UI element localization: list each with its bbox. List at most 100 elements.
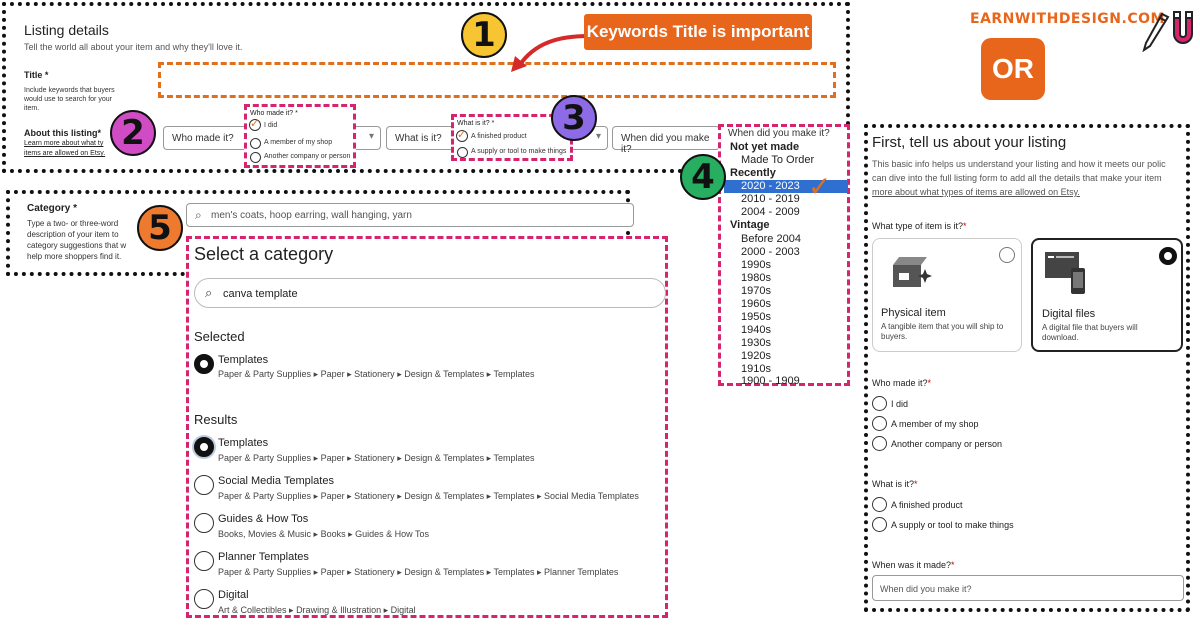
who-made-popup: Who made it? * ✓ I did A member of my sh…: [244, 104, 356, 168]
when-option[interactable]: 2004 - 2009: [741, 206, 800, 218]
what-option-label[interactable]: A supply or tool to make things: [471, 148, 567, 155]
badge-3: 3: [551, 95, 597, 141]
who-made-question-text: Who made it?: [872, 378, 928, 388]
physical-item-title: Physical item: [881, 307, 946, 319]
what-is-it-popup-title: What is it? *: [457, 120, 495, 127]
breadcrumb-item: Guides & How Tos: [355, 529, 429, 539]
when-option[interactable]: 1970s: [741, 285, 771, 297]
breadcrumb-item: Templates: [493, 369, 535, 379]
title-help-line: would use to search for your: [24, 96, 112, 103]
about-label: About this listing*: [24, 128, 101, 138]
box-icon: [885, 251, 933, 296]
when-option[interactable]: Made To Order: [741, 154, 815, 166]
when-option[interactable]: 1990s: [741, 259, 771, 271]
who-made-option[interactable]: Another company or person: [891, 439, 1003, 449]
select-category-search[interactable]: ⌕ canva template: [194, 278, 666, 308]
physical-item-radio[interactable]: [999, 247, 1015, 263]
when-made-select[interactable]: When did you make it?: [612, 126, 720, 155]
callout-banner: Keywords Title is important: [584, 14, 812, 50]
when-option[interactable]: 1930s: [741, 337, 771, 349]
category-search-input[interactable]: ⌕ men's coats, hoop earring, wall hangin…: [186, 203, 634, 227]
who-option-label[interactable]: A member of my shop: [264, 139, 333, 146]
who-made-radio[interactable]: [872, 416, 887, 431]
who-option-radio[interactable]: [250, 138, 261, 149]
result-name[interactable]: Guides & How Tos: [218, 513, 309, 525]
when-made-input[interactable]: When did you make it?: [872, 575, 1184, 601]
result-name[interactable]: Social Media Templates: [218, 475, 334, 487]
desc-line: buyers.: [881, 332, 908, 341]
what-is-it-option[interactable]: A supply or tool to make things: [891, 520, 1014, 530]
select-category-title: Select a category: [194, 244, 334, 264]
breadcrumb: Paper & Party Supplies ▸ Paper ▸ Station…: [218, 491, 639, 501]
category-help-line: Type a two- or three-word: [27, 219, 119, 228]
when-menu-header: When did you make it?: [728, 128, 830, 139]
who-option-label[interactable]: Another company or person: [264, 153, 351, 160]
when-option[interactable]: 1900 - 1909: [741, 375, 800, 384]
when-made-select-label: When did you make it?: [621, 133, 710, 155]
badge-1: 1: [461, 12, 507, 58]
result-radio[interactable]: [194, 513, 214, 533]
breadcrumb: Art & Collectibles ▸ Drawing & Illustrat…: [218, 605, 416, 615]
category-label: Category *: [27, 203, 78, 214]
when-option[interactable]: 2020 - 2023: [741, 180, 800, 192]
physical-item-card[interactable]: Physical item A tangible item that you w…: [872, 238, 1022, 352]
when-option[interactable]: 1950s: [741, 311, 771, 323]
result-radio[interactable]: [194, 551, 214, 571]
what-option-label[interactable]: A finished product: [471, 133, 527, 140]
when-option-selected[interactable]: [724, 180, 848, 193]
badge-5: 5: [137, 205, 183, 251]
what-option-radio[interactable]: [457, 147, 468, 158]
when-made-question-text: When was it made?: [872, 560, 952, 570]
checkmark-icon: ✓: [808, 170, 832, 203]
breadcrumb-item: Paper & Party Supplies: [218, 567, 312, 577]
breadcrumb-item: Stationery: [354, 369, 395, 379]
title-input[interactable]: [158, 62, 836, 98]
result-radio[interactable]: [194, 589, 214, 609]
digital-files-card[interactable]: Digital files A digital file that buyers…: [1031, 238, 1183, 352]
who-made-radio[interactable]: [872, 396, 887, 411]
when-option[interactable]: 2010 - 2019: [741, 193, 800, 205]
callout-arrow: [505, 28, 595, 81]
physical-item-desc: A tangible item that you will ship to bu…: [881, 322, 1003, 342]
what-is-it-radio[interactable]: [872, 517, 887, 532]
breadcrumb-item: Design & Templates: [404, 491, 485, 501]
selected-radio[interactable]: [194, 354, 214, 374]
search-icon: ⌕: [195, 208, 202, 222]
breadcrumb-item: Drawing & Illustration: [296, 605, 382, 615]
breadcrumb-item: Stationery: [354, 491, 395, 501]
when-option[interactable]: Before 2004: [741, 233, 801, 245]
when-option[interactable]: 1980s: [741, 272, 771, 284]
result-radio[interactable]: [194, 437, 214, 457]
digital-files-radio[interactable]: [1159, 247, 1177, 265]
when-option[interactable]: 1960s: [741, 298, 771, 310]
who-made-question: Who made it?*: [872, 378, 932, 388]
category-search-placeholder: men's coats, hoop earring, wall hanging,…: [211, 210, 412, 221]
what-is-it-option[interactable]: A finished product: [891, 500, 963, 510]
who-option-label[interactable]: I did: [264, 122, 278, 129]
result-name[interactable]: Templates: [218, 437, 269, 449]
who-made-option[interactable]: I did: [891, 399, 909, 409]
results-heading: Results: [194, 412, 238, 427]
result-radio[interactable]: [194, 475, 214, 495]
item-type-question: What type of item is it?*: [872, 221, 967, 231]
breadcrumb-item: Stationery: [354, 567, 395, 577]
who-option-radio[interactable]: [250, 152, 261, 163]
breadcrumb-item: Paper & Party Supplies: [218, 453, 312, 463]
breadcrumb-item: Templates: [493, 491, 535, 501]
when-option[interactable]: 1910s: [741, 363, 771, 375]
when-option[interactable]: 1940s: [741, 324, 771, 336]
pencil-magnet-icon: [1140, 6, 1196, 57]
when-option[interactable]: 1920s: [741, 350, 771, 362]
breadcrumb-item: Digital: [390, 605, 416, 615]
what-is-it-radio[interactable]: [872, 497, 887, 512]
intro-link[interactable]: more about what types of items are allow…: [872, 187, 1080, 197]
breadcrumb-item: Paper: [320, 491, 345, 501]
result-name[interactable]: Planner Templates: [218, 551, 309, 563]
when-option[interactable]: 2000 - 2003: [741, 246, 800, 258]
result-name[interactable]: Digital: [218, 589, 249, 601]
who-made-radio[interactable]: [872, 436, 887, 451]
about-link[interactable]: Learn more about what ty items are allow…: [24, 139, 105, 159]
who-made-select-label: Who made it?: [172, 133, 234, 144]
title-label: Title *: [24, 70, 49, 80]
who-made-option[interactable]: A member of my shop: [891, 419, 979, 429]
